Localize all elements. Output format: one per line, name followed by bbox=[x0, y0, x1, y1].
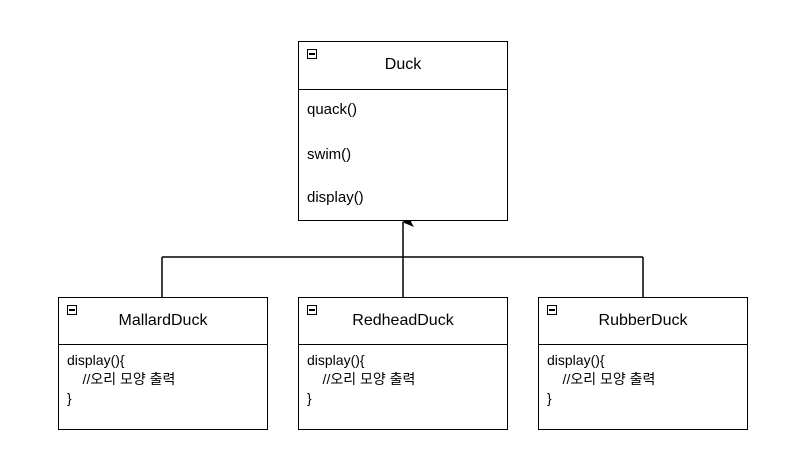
class-rubber-duck[interactable]: RubberDuck display(){ //오리 모양 출력 } bbox=[538, 297, 748, 430]
method-display-body: display(){ //오리 모양 출력 } bbox=[307, 352, 416, 406]
method-display-body: display(){ //오리 모양 출력 } bbox=[67, 352, 176, 406]
class-redhead-duck[interactable]: RedheadDuck display(){ //오리 모양 출력 } bbox=[298, 297, 508, 430]
class-duck[interactable]: Duck quack() swim() display() bbox=[298, 41, 508, 221]
class-duck-header: Duck bbox=[299, 42, 507, 90]
class-mallard-duck[interactable]: MallardDuck display(){ //오리 모양 출력 } bbox=[58, 297, 268, 430]
class-mallard-duck-header: MallardDuck bbox=[59, 298, 267, 345]
class-redhead-duck-body: display(){ //오리 모양 출력 } bbox=[299, 345, 507, 429]
class-rubber-duck-body: display(){ //오리 모양 출력 } bbox=[539, 345, 747, 429]
method-display: display() bbox=[307, 189, 364, 206]
method-quack: quack() bbox=[307, 101, 358, 118]
collapse-icon[interactable] bbox=[547, 305, 557, 315]
collapse-icon[interactable] bbox=[307, 305, 317, 315]
class-duck-methods: quack() swim() display() bbox=[299, 90, 507, 220]
class-mallard-duck-name: MallardDuck bbox=[118, 312, 208, 329]
class-redhead-duck-name: RedheadDuck bbox=[352, 312, 454, 329]
collapse-icon[interactable] bbox=[307, 49, 317, 59]
collapse-icon[interactable] bbox=[67, 305, 77, 315]
class-rubber-duck-header: RubberDuck bbox=[539, 298, 747, 345]
method-display-body: display(){ //오리 모양 출력 } bbox=[547, 352, 656, 406]
method-swim: swim() bbox=[307, 146, 352, 163]
class-redhead-duck-header: RedheadDuck bbox=[299, 298, 507, 345]
class-duck-name: Duck bbox=[384, 56, 422, 73]
class-mallard-duck-body: display(){ //오리 모양 출력 } bbox=[59, 345, 267, 429]
class-rubber-duck-name: RubberDuck bbox=[598, 312, 688, 329]
